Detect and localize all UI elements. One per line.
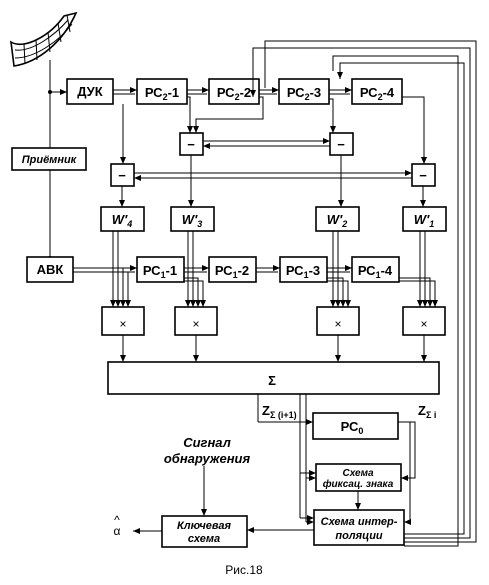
signal-label-line2: обнаружения [164,451,251,466]
avk-label: АВК [37,262,64,277]
minus-3: − [118,168,126,183]
multiplier-inputs [110,231,438,307]
w2-label: W′2 [327,212,347,229]
rs1-2-label: РС1-2 [215,263,249,280]
sign-fix-block: Схема фиксац. знака [315,463,402,492]
rs1-3-label: РС1-3 [286,263,320,280]
interp-line1: Схема интер- [321,516,398,528]
sign-fix-line2: фиксац. знака [323,478,394,490]
rs1-4-label: РС1-4 [358,263,393,280]
receiver-block: Приёмник [11,147,87,171]
avk-block: АВК [26,256,74,283]
key-circuit-block: Ключевая схема [161,515,248,548]
interp-line2: поляции [335,530,383,542]
multiply-1: × [119,317,126,331]
rs1-shift-register-chain: РС1-1 РС1-2 РС1-3 РС1-4 [73,256,400,283]
rs2-1-label: РС2-1 [145,85,179,102]
subtractor-blocks: − − − − [110,132,436,187]
interpolation-block: Схема интер- поляции [313,509,405,546]
summator-block: Σ [107,361,440,395]
z-sum-current-label: ZΣ i [418,403,436,420]
rs0-label: РС0 [341,419,364,436]
duk-label: ДУК [77,84,103,99]
rs1-1-label: РС1-1 [143,263,177,280]
sum-output-lines [133,394,416,534]
key-line1: Ключевая [177,520,232,532]
multiply-2: × [192,317,199,331]
key-line2: схема [188,533,220,545]
alpha-symbol: α [114,524,121,538]
multiply-3: × [334,317,341,331]
rs2-4-label: РС2-4 [360,85,395,102]
weight-blocks: W′4 W′3 W′2 W′1 [100,206,447,232]
minus-2: − [337,137,345,152]
duk-block: ДУК [66,78,114,105]
sum-symbol: Σ [268,373,276,388]
rs2-shift-register-chain: РС2-1 РС2-2 РС2-3 РС2-4 [113,78,403,105]
alpha-hat-symbol: ^ [114,513,120,527]
minus-4: − [419,168,427,183]
rs2-taps [119,96,427,207]
figure-caption: Рис.18 [225,563,263,577]
rs2-2-label: РС2-2 [217,85,251,102]
antenna-dish-icon [9,11,78,67]
signal-label-line1: Сигнал [183,435,231,450]
rs2-3-label: РС2-3 [287,85,321,102]
receiver-label: Приёмник [22,154,78,166]
z-sum-next-label: ZΣ (i+1) [262,403,297,420]
w3-label: W′3 [182,212,202,229]
minus-1: − [187,137,195,152]
rs0-block: РС0 [312,412,399,440]
multiplier-blocks: × × × × [101,306,446,362]
multiply-4: × [420,317,427,331]
w4-label: W′4 [112,212,132,229]
feedback-lines [250,40,477,547]
w1-label: W′1 [414,212,434,229]
sign-fix-line1: Схема [342,468,373,479]
